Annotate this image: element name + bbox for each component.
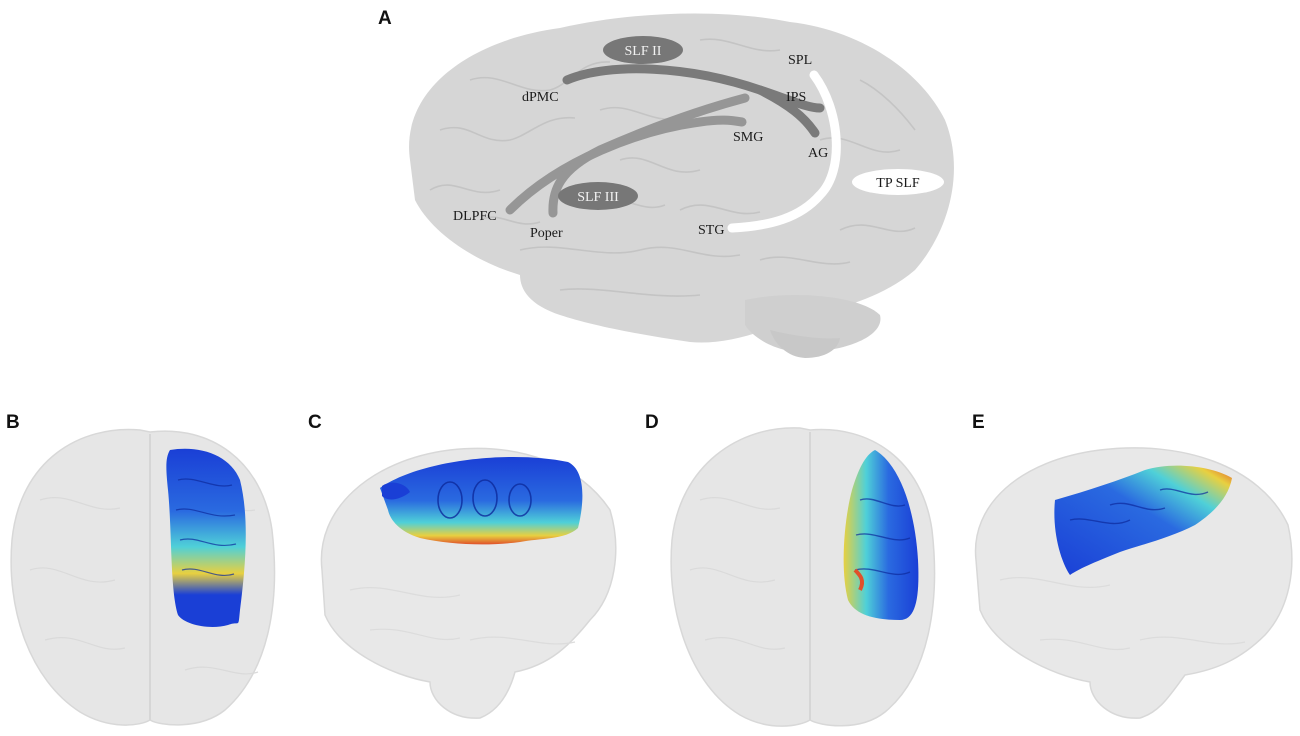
region-label-ips: IPS	[786, 90, 806, 105]
panel-label-d: D	[645, 412, 659, 433]
panel-label-b: B	[6, 412, 20, 433]
slf3-oval: SLF III	[558, 182, 638, 210]
region-label-dlpfc: DLPFC	[453, 209, 497, 224]
tract-slf2	[562, 64, 825, 138]
panel-label-e: E	[972, 412, 985, 433]
panel-c-render	[320, 447, 617, 719]
panel-b-render	[10, 428, 276, 726]
panel-label-c: C	[308, 412, 322, 433]
slf2-oval: SLF II	[603, 36, 683, 64]
panel-label-a: A	[378, 8, 392, 29]
fiber-bundle-d	[843, 450, 919, 620]
panel-e-render	[974, 447, 1293, 719]
tp-slf-label: TP SLF	[876, 176, 920, 191]
region-label-dpmc: dPMC	[522, 90, 559, 105]
panel-d-render	[670, 427, 936, 727]
fiber-bundle-c	[380, 457, 583, 545]
region-label-smg: SMG	[733, 130, 763, 145]
region-label-stg: STG	[698, 223, 724, 238]
brain-silhouette	[409, 13, 954, 358]
slf3-label: SLF III	[577, 190, 619, 205]
fiber-bundle-e	[1054, 465, 1232, 575]
tp-slf-oval: TP SLF	[852, 169, 944, 195]
panel-a-diagram: SLF II SLF III TP SLF dPMC SPL IPS SMG A…	[409, 13, 954, 358]
fiber-bundle-b	[166, 448, 246, 627]
tract-tp-slf	[727, 70, 841, 233]
slf2-label: SLF II	[625, 44, 662, 59]
region-label-spl: SPL	[788, 53, 812, 68]
region-label-poper: Poper	[530, 226, 563, 241]
region-label-ag: AG	[808, 146, 828, 161]
tract-slf3	[505, 93, 750, 218]
